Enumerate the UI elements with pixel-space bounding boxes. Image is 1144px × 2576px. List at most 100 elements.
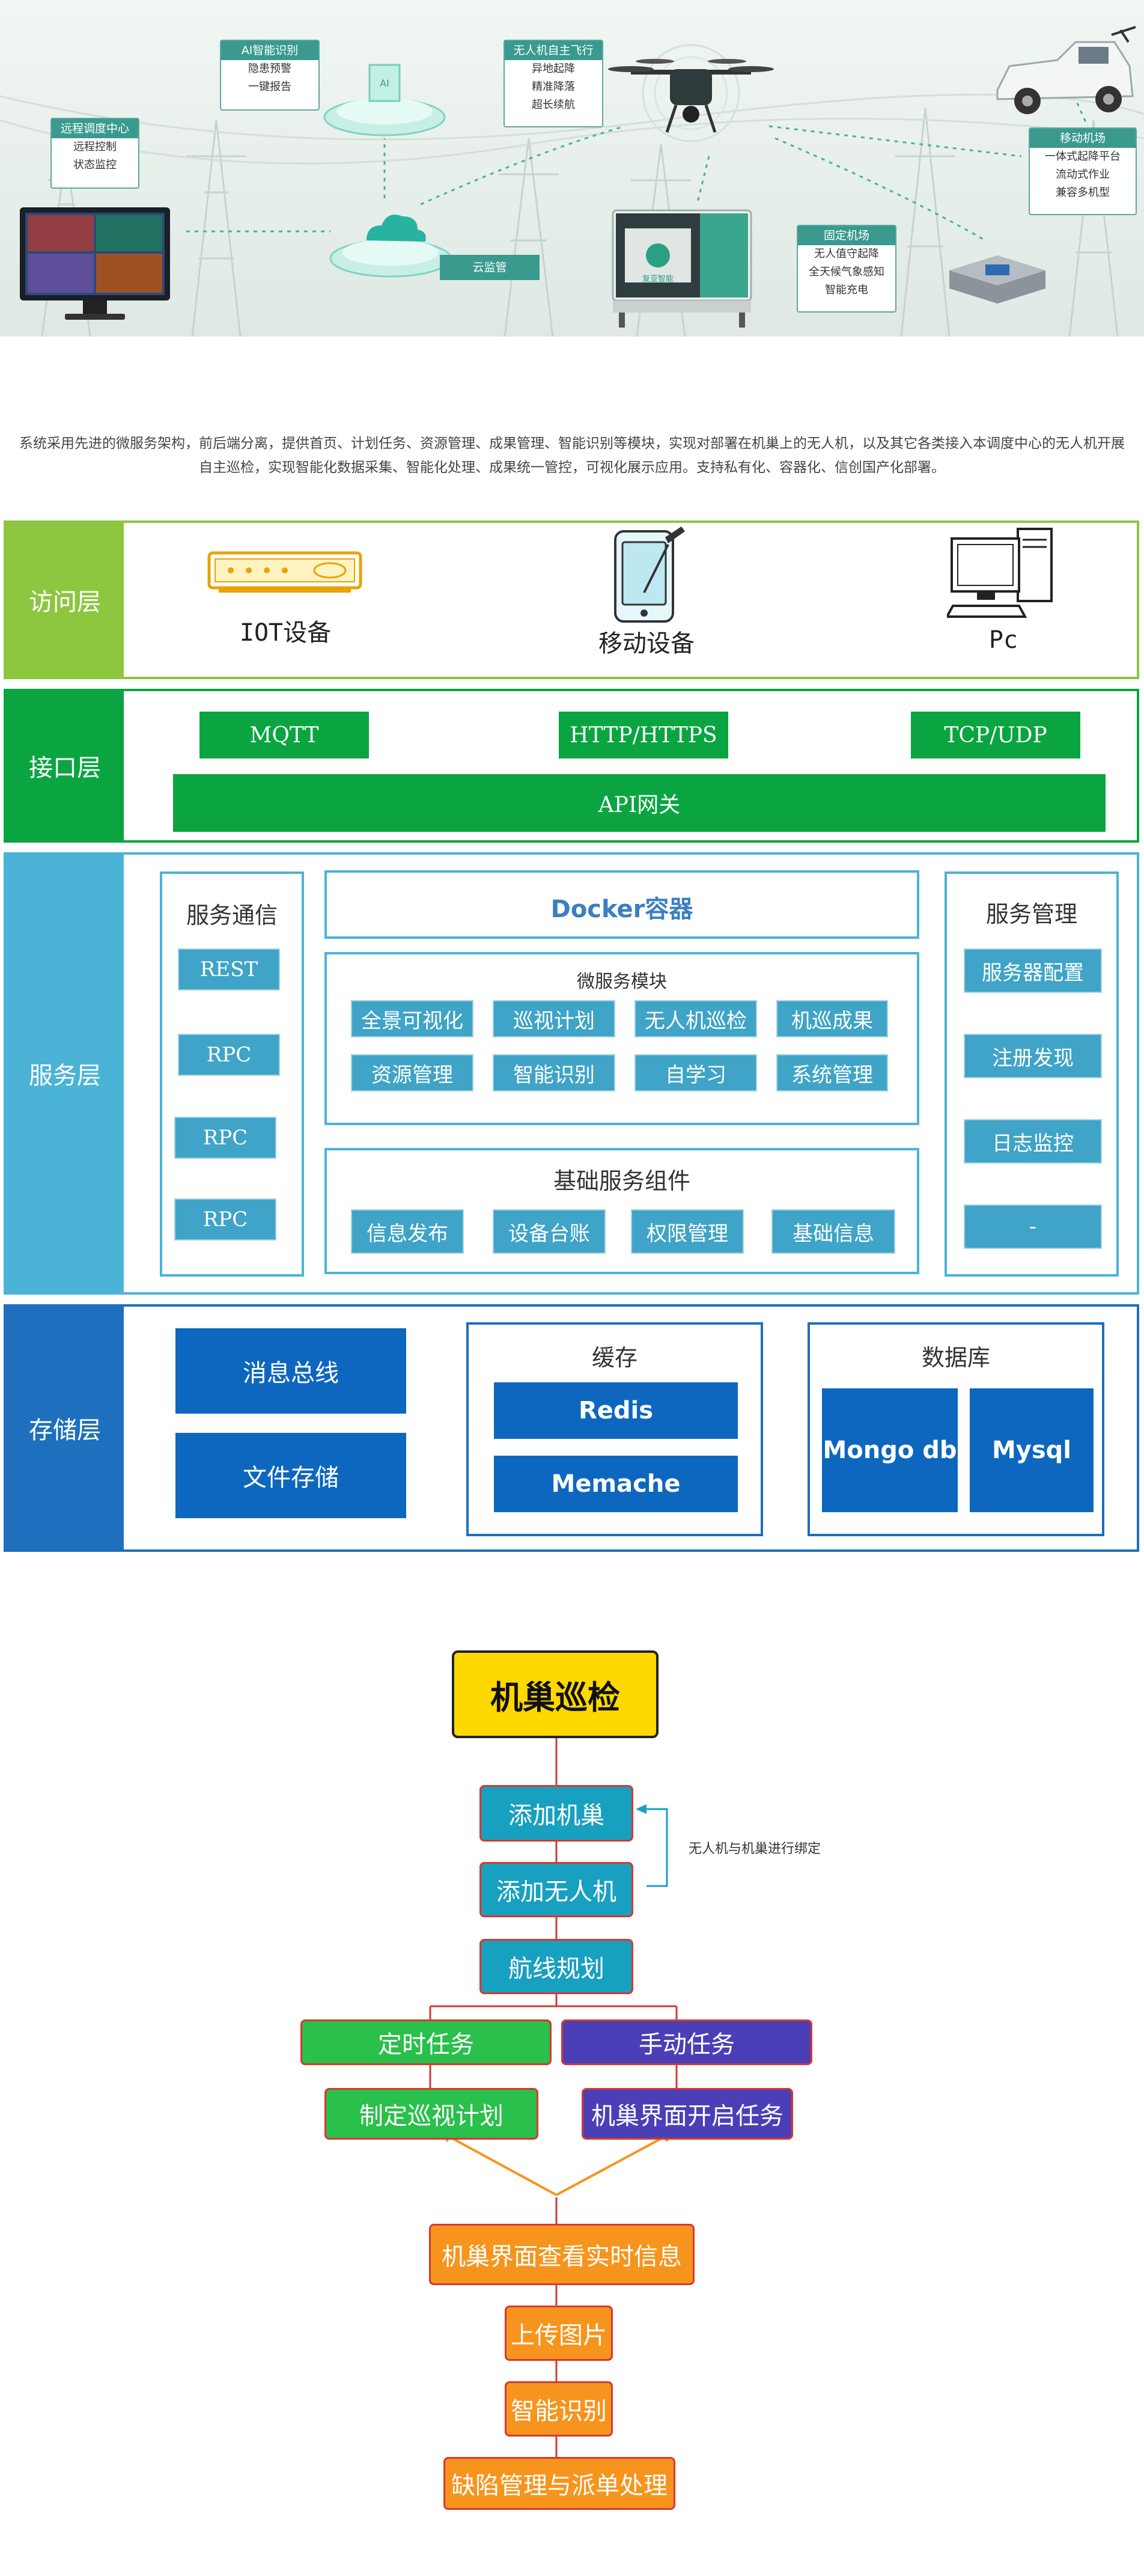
dock-brand-text: 复亚智能 <box>642 275 674 284</box>
flow-add-uav: 添加无人机 <box>479 1862 633 1917</box>
flow-defect-management: 缺陷管理与派单处理 <box>443 2457 675 2510</box>
message-bus: 消息总线 <box>175 1328 406 1414</box>
service-mgmt-panel: 服务管理 服务器配置 注册发现 日志监控 - <box>945 871 1119 1277</box>
uav-box-line: 异地起降 <box>532 63 575 75</box>
mgmt-item: 服务器配置 <box>964 948 1102 993</box>
remote-dispatch-box: 远程调度中心 远程控制 状态监控 <box>50 118 139 189</box>
mobile-box-line: 一体式起降平台 <box>1045 150 1121 163</box>
protocol-tcp: TCP/UDP <box>911 712 1080 758</box>
cache-redis: Redis <box>494 1382 738 1439</box>
mgmt-item: - <box>964 1204 1102 1249</box>
flow-start-in-ui: 机巢界面开启任务 <box>582 2088 793 2140</box>
monitor-icon <box>20 207 170 320</box>
mobile-truck-icon <box>996 26 1136 114</box>
service-comm-title: 服务通信 <box>186 902 278 929</box>
flow-title: 机巢巡检 <box>452 1650 659 1738</box>
ai-box-line: 隐患预警 <box>248 63 291 75</box>
flow-upload-images: 上传图片 <box>505 2306 613 2361</box>
base-service-item: 设备台账 <box>493 1209 606 1254</box>
cache-panel: 缓存 Redis Memache <box>466 1322 763 1536</box>
db-mysql: Mysql <box>970 1388 1094 1512</box>
microservice-title: 微服务模块 <box>577 971 667 992</box>
fixed-box-line: 全天候气象感知 <box>809 266 884 278</box>
base-service-panel: 基础服务组件 信息发布 设备台账 权限管理 基础信息 <box>324 1148 919 1274</box>
svg-text:AI: AI <box>380 78 389 89</box>
mobile-box-line: 流动式作业 <box>1056 168 1110 181</box>
intro-paragraph: 系统采用先进的微服务架构，前后端分离，提供首页、计划任务、资源管理、成果管理、智… <box>19 436 1125 475</box>
uav-box-line: 精准降落 <box>532 81 575 93</box>
api-gateway: API网关 <box>173 774 1106 832</box>
pc-icon <box>947 528 1053 618</box>
uav-autonomous-box: 无人机自主飞行 异地起降 精准降落 超长续航 <box>504 40 603 127</box>
cloud-icon <box>329 215 452 278</box>
comm-item: RPC <box>178 1034 280 1076</box>
uav-box-line: 超长续航 <box>532 99 575 111</box>
mobile-box-line: 兼容多机型 <box>1056 186 1110 199</box>
base-service-title: 基础服务组件 <box>553 1168 690 1194</box>
docker-panel: Docker容器 <box>324 870 919 939</box>
mobile-box-title: 移动机场 <box>1030 129 1136 148</box>
iot-device-label: IOT设备 <box>239 619 332 647</box>
protocol-mqtt: MQTT <box>199 712 369 758</box>
cloud-monitor-tag: 云监管 <box>440 255 540 280</box>
flow-route-planning: 航线规划 <box>479 1939 633 1994</box>
microservice-panel: 微服务模块 全景可视化 巡视计划 无人机巡检 机巡成果 资源管理 智能识别 自学… <box>324 952 919 1125</box>
service-comm-panel: 服务通信 REST RPC RPC RPC <box>160 871 304 1277</box>
ai-chip-icon: AI <box>323 64 446 136</box>
flow-smart-recognition: 智能识别 <box>505 2381 613 2437</box>
flow-manual-task: 手动任务 <box>561 2019 812 2065</box>
flow-binding-note: 无人机与机巢进行绑定 <box>689 1842 821 1857</box>
docker-title: Docker容器 <box>550 896 693 923</box>
ai-box-line: 一键报告 <box>248 81 291 93</box>
mobile-dock-box: 移动机场 一体式起降平台 流动式作业 兼容多机型 <box>1029 127 1137 215</box>
database-panel: 数据库 Mongo db Mysql <box>808 1322 1104 1536</box>
access-layer: 访问层 IOT设备 移动设备 Pc <box>4 520 1139 679</box>
storage-layer: 存储层 消息总线 文件存储 缓存 Redis Memache 数据库 Mongo… <box>4 1304 1139 1552</box>
cache-title: 缓存 <box>591 1344 637 1371</box>
microservice-item: 系统管理 <box>776 1054 888 1091</box>
access-layer-label: 访问层 <box>6 523 124 677</box>
mobile-device-label: 移动设备 <box>598 630 695 658</box>
pc-label: Pc <box>988 626 1018 654</box>
mgmt-item: 日志监控 <box>964 1119 1102 1164</box>
mobile-device-icon <box>614 526 685 623</box>
portable-dock-icon <box>949 255 1045 304</box>
comm-item: RPC <box>174 1117 276 1159</box>
fixed-box-title: 固定机场 <box>798 226 895 245</box>
mgmt-item: 注册发现 <box>964 1034 1102 1078</box>
uav-box-title: 无人机自主飞行 <box>505 41 602 60</box>
service-layer-label: 服务层 <box>6 855 124 1292</box>
flow-timed-task: 定时任务 <box>300 2019 552 2065</box>
microservice-item: 自学习 <box>634 1054 757 1091</box>
iot-device-icon <box>207 551 362 593</box>
microservice-item: 全景可视化 <box>351 1000 473 1037</box>
service-layer: 服务层 服务通信 REST RPC RPC RPC Docker容器 微服务模块… <box>4 852 1139 1295</box>
ai-box-title: AI智能识别 <box>221 41 318 60</box>
fixed-box-line: 智能充电 <box>825 284 868 296</box>
base-service-item: 权限管理 <box>631 1209 744 1254</box>
flow-view-realtime: 机巢界面查看实时信息 <box>429 2224 695 2285</box>
fixed-box-line: 无人值守起降 <box>814 248 879 260</box>
remote-box-line: 远程控制 <box>73 141 117 153</box>
microservice-item: 无人机巡检 <box>634 1000 757 1037</box>
fixed-dock-box: 固定机场 无人值守起降 全天候气象感知 智能充电 <box>797 225 896 313</box>
database-title: 数据库 <box>921 1344 990 1371</box>
drone-icon <box>608 44 774 142</box>
base-service-item: 基础信息 <box>771 1209 895 1254</box>
ai-recognition-box: AI智能识别 隐患预警 一键报告 <box>220 40 320 111</box>
cache-memache: Memache <box>494 1456 738 1512</box>
hero-illustration: AI智能识别 隐患预警 一键报告 AI 无人机自主飞行 异地起降 精准降落 超长… <box>0 0 1144 337</box>
microservice-item: 资源管理 <box>351 1054 473 1091</box>
storage-layer-label: 存储层 <box>6 1307 124 1549</box>
interface-layer: 接口层 MQTT HTTP/HTTPS TCP/UDP API网关 <box>4 689 1139 843</box>
comm-item: RPC <box>174 1198 276 1241</box>
flow-add-nest: 添加机巢 <box>479 1785 633 1842</box>
db-mongodb: Mongo db <box>822 1388 958 1512</box>
remote-box-title: 远程调度中心 <box>52 119 138 138</box>
microservice-item: 机巡成果 <box>776 1000 888 1037</box>
fixed-dock-icon: 复亚智能 <box>612 209 752 328</box>
file-storage: 文件存储 <box>175 1433 406 1518</box>
flow-make-plan: 制定巡视计划 <box>324 2088 538 2140</box>
protocol-http: HTTP/HTTPS <box>559 712 728 758</box>
